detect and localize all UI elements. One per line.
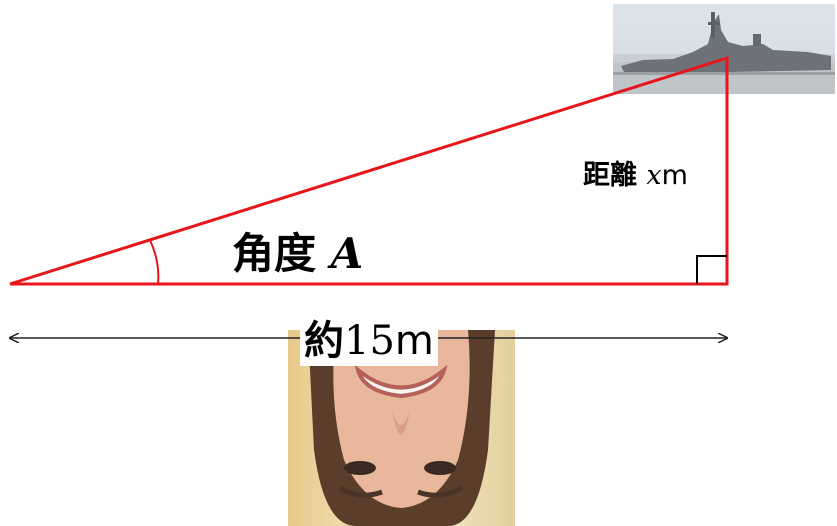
distance-label-var: x: [646, 160, 662, 191]
angle-label-word: 角度: [232, 229, 317, 278]
base-label-number: 15: [344, 318, 395, 364]
distance-label-word: 距離: [583, 160, 637, 191]
distance-label-unit: m: [661, 160, 688, 191]
base-label-unit: m: [394, 318, 434, 364]
ship-photo: [613, 4, 835, 94]
angle-label-var: A: [330, 229, 364, 278]
angle-arc: [149, 239, 160, 285]
right-triangle: [9, 55, 729, 286]
base-label-prefix: 約: [304, 318, 344, 364]
right-angle-mark: [696, 255, 727, 284]
angle-label: 角度 A: [232, 220, 363, 281]
distance-label: 距離 xm: [583, 153, 688, 192]
base-length-label: 約15m: [300, 308, 438, 366]
